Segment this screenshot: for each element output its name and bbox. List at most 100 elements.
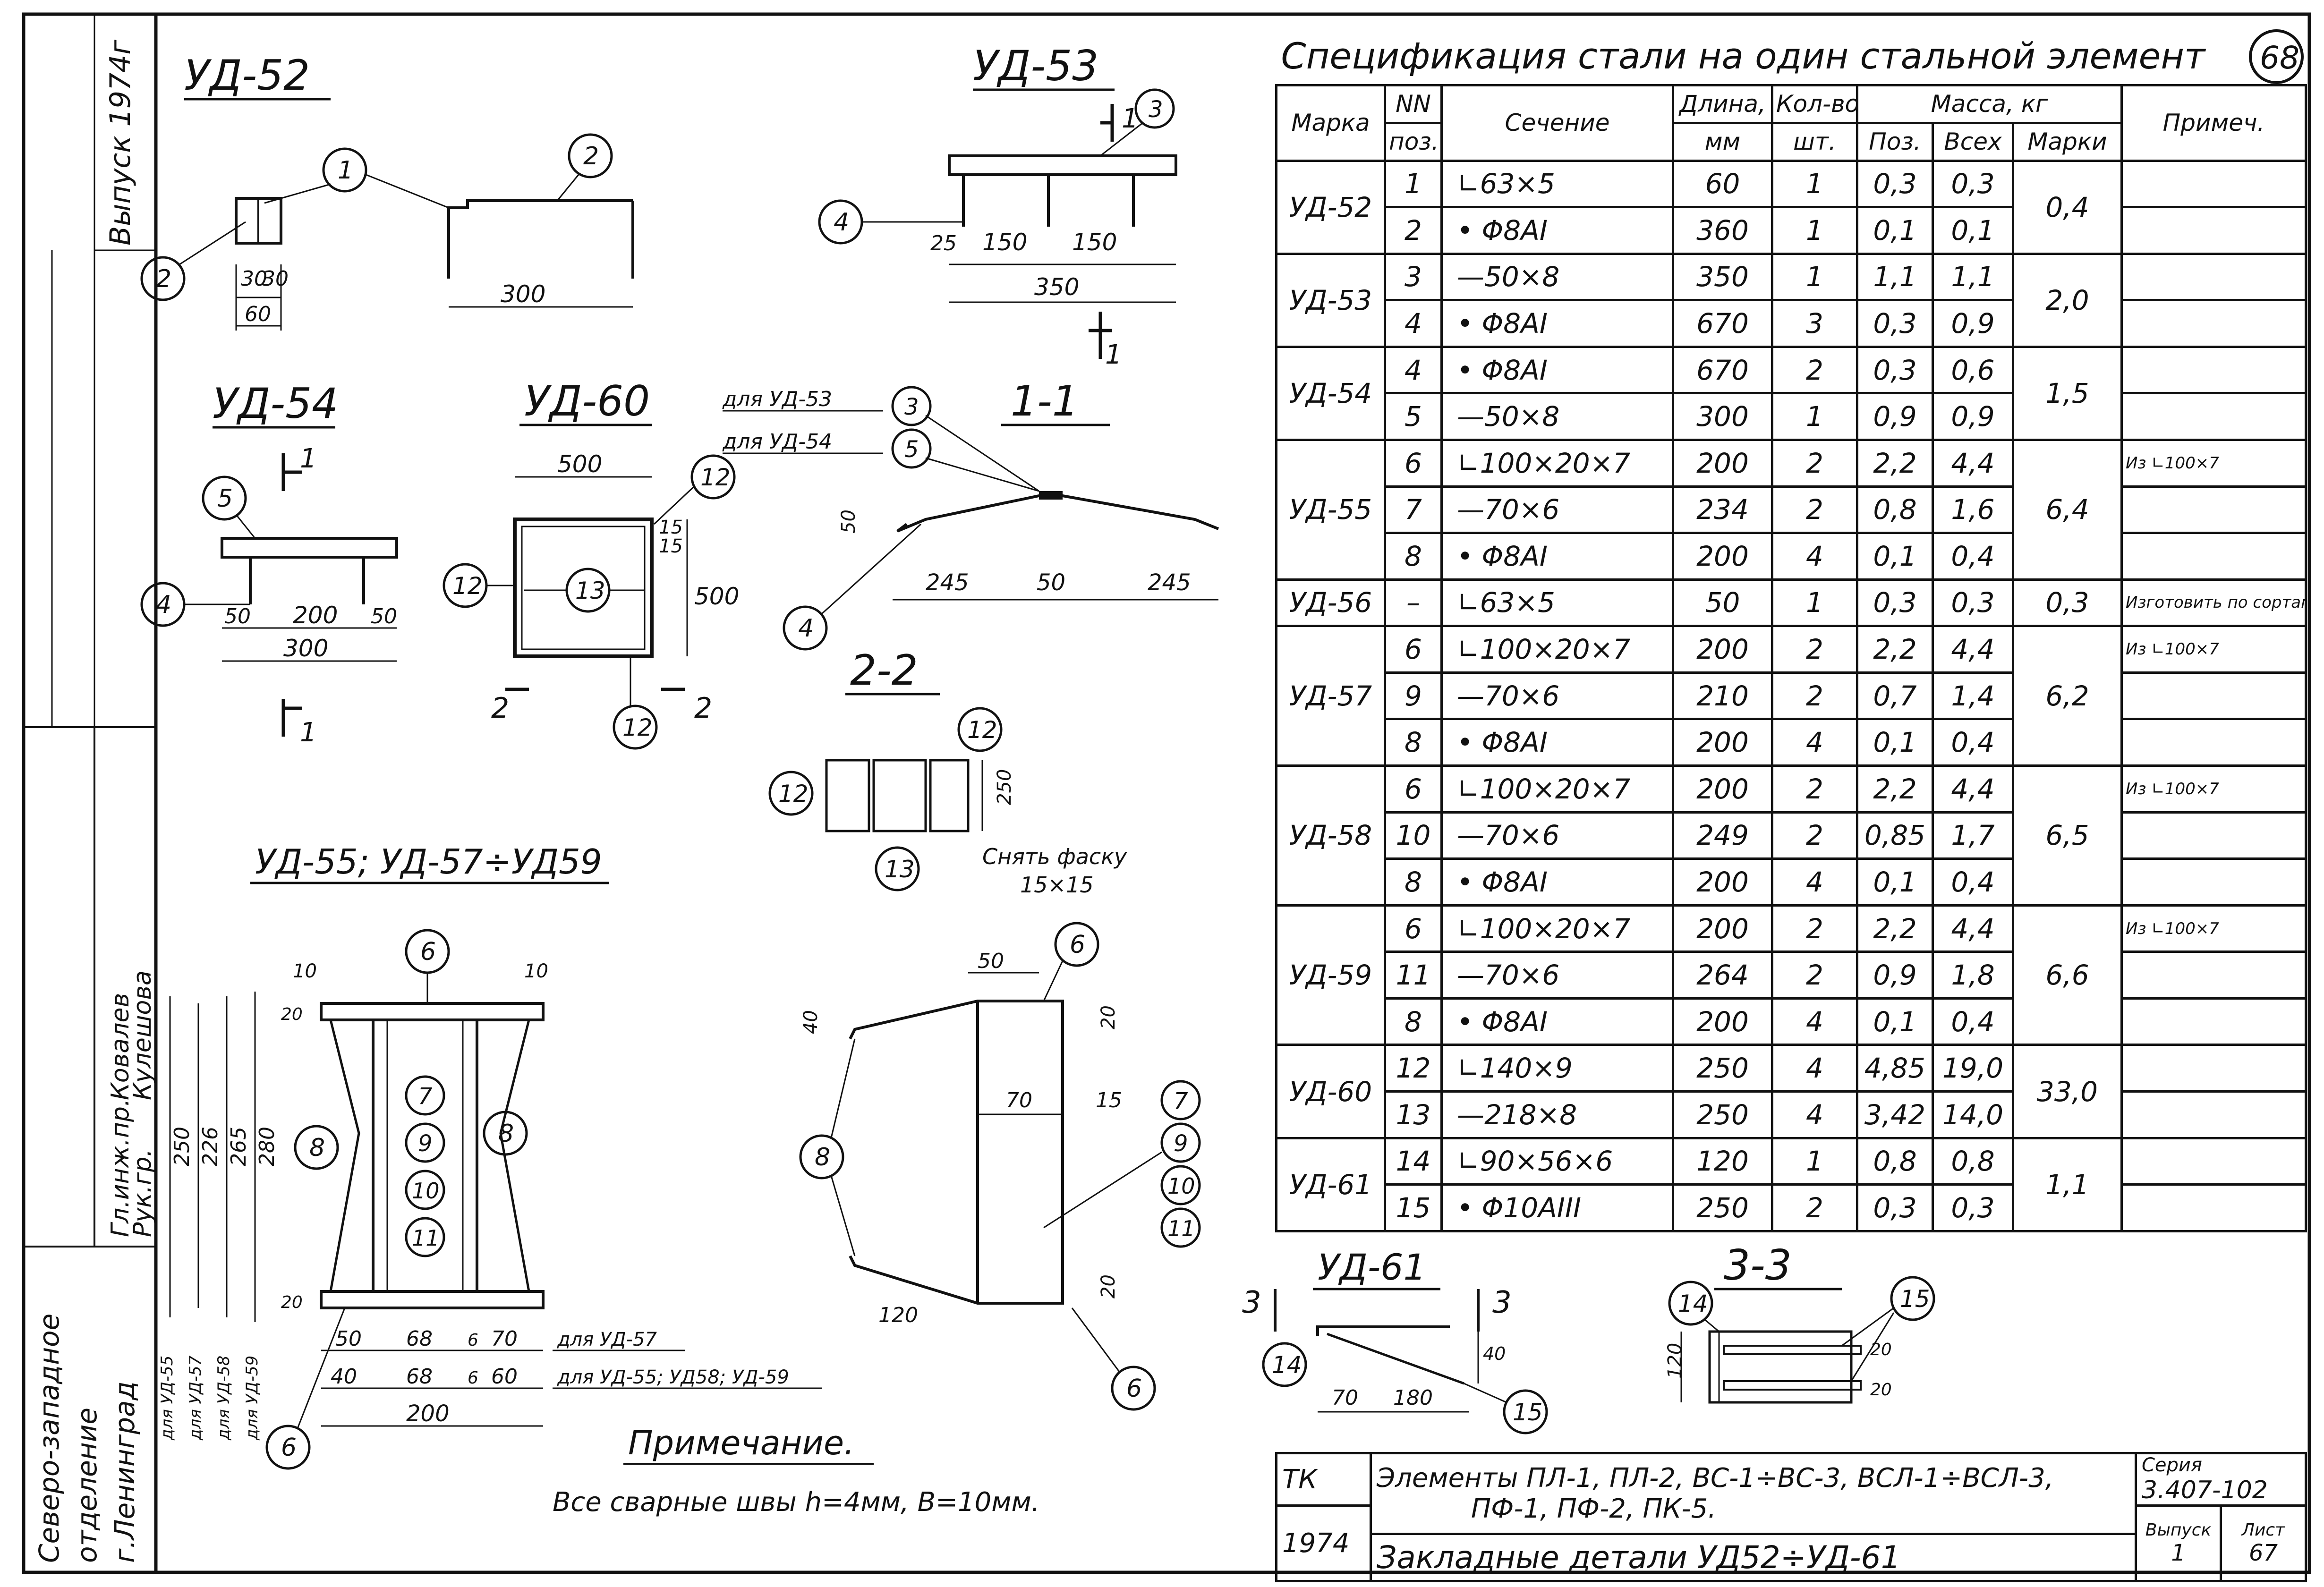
section-mark: 1 <box>300 443 317 474</box>
spec-section: —70×6 <box>1440 811 1674 860</box>
ud52-dim: 30 <box>262 267 289 291</box>
spec-length: 200 <box>1672 904 1773 953</box>
spec-mass-mark: 1,5 <box>2012 345 2123 441</box>
spec-section: ∟100×20×7 <box>1440 438 1674 488</box>
ud55-dim: 10 <box>524 960 548 982</box>
spec-note <box>2120 1044 2307 1093</box>
spec-qty: 2 <box>1771 345 1858 395</box>
spec-length: 120 <box>1672 1137 1773 1186</box>
ud61-dim: 40 <box>1483 1343 1506 1364</box>
ud52-title: УД-52 <box>184 51 310 100</box>
ud53-title: УД-53 <box>973 42 1098 90</box>
spec-mass-all: 1,8 <box>1932 951 2014 1000</box>
spec-section: • Φ8AI <box>1440 532 1674 581</box>
stamp-code: ТК <box>1275 1452 1372 1507</box>
spec-length: 350 <box>1672 252 1773 302</box>
spec-length: 200 <box>1672 625 1773 674</box>
spec-mass-all: 0,3 <box>1932 578 2014 628</box>
spec-qty: 3 <box>1771 299 1858 348</box>
spec-mass-all: 0,4 <box>1932 718 2014 767</box>
spec-note <box>2120 1137 2307 1186</box>
spec-note <box>2120 299 2307 348</box>
ud55-label: для УД-55; УД58; УД-59 <box>557 1366 789 1388</box>
header-length-unit: мм <box>1672 121 1773 162</box>
ud55-dim: 10 <box>293 960 317 982</box>
s11-dim: 50 <box>1037 569 1065 596</box>
ud52-drawing: УД-52 30 30 60 300 1 2 2 <box>140 51 634 331</box>
ud55-dim: 226 <box>198 1127 222 1166</box>
ud52-dim: 30 <box>241 267 267 291</box>
ud61-title: УД-61 <box>1318 1246 1426 1288</box>
specification-table: Спецификация стали на один стальной элем… <box>1275 28 2307 1233</box>
s11-dim: 245 <box>1148 569 1191 596</box>
side-dim: 70 <box>1006 1088 1032 1112</box>
spec-mass-mark: 33,0 <box>2012 1044 2123 1139</box>
spec-qty: 4 <box>1771 857 1858 907</box>
ud54-dim: 200 <box>293 602 338 629</box>
header-mass-all: Всех <box>1932 121 2014 162</box>
spec-note <box>2120 671 2307 721</box>
spec-qty: 1 <box>1771 206 1858 255</box>
note-title: Примечание. <box>628 1424 854 1462</box>
spec-mass-mark: 6,5 <box>2012 764 2123 907</box>
stamp-line1: Элементы ПЛ-1, ПЛ-2, ВС-1÷ВС-3, ВСЛ-1÷ВС… <box>1377 1463 2054 1494</box>
spec-qty: 4 <box>1771 718 1858 767</box>
section-mark: 1 <box>300 717 317 748</box>
spec-mass-all: 1,4 <box>1932 671 2014 721</box>
side-view-drawing: 50 40 20 70 15 20 120 6 8 7 9 10 11 6 <box>799 922 1201 1411</box>
spec-mass-pos: 0,3 <box>1856 345 1934 395</box>
spec-mass-all: 1,7 <box>1932 811 2014 860</box>
spec-mass-all: 0,4 <box>1932 997 2014 1046</box>
side-dim: 15 <box>1096 1088 1122 1112</box>
stamp-sheet-label: Лист <box>2241 1520 2285 1540</box>
ud55-dim: 40 <box>331 1365 357 1389</box>
spec-length: 250 <box>1672 1090 1773 1139</box>
spec-mass-pos: 0,7 <box>1856 671 1934 721</box>
section-mark: 3 <box>1242 1285 1261 1320</box>
header-mass-pos: Поз. <box>1856 121 1934 162</box>
ud55-dim: 20 <box>281 1005 303 1024</box>
spec-pos: 6 <box>1384 625 1443 674</box>
ud55-dim: 280 <box>255 1127 279 1166</box>
spec-qty: 4 <box>1771 532 1858 581</box>
ud55-dim: 68 <box>406 1327 433 1351</box>
spec-section: • Φ8AI <box>1440 857 1674 907</box>
callout: 14 <box>1678 1290 1708 1317</box>
spec-section: ∟63×5 <box>1440 578 1674 628</box>
section-2-2: 2-2 250 12 12 13 Снять фаску 15×15 <box>768 646 1127 898</box>
spec-pos: 13 <box>1384 1090 1443 1139</box>
spec-pos: 8 <box>1384 532 1443 581</box>
callout: 4 <box>798 614 814 643</box>
ud55-drawing: УД-55; УД-57÷УД59 10 10 20 20 250 226 26… <box>158 842 822 1470</box>
spec-mass-pos: 2,2 <box>1856 764 1934 814</box>
spec-length: 360 <box>1672 206 1773 255</box>
spec-section: ∟140×9 <box>1440 1044 1674 1093</box>
header-nn: NN <box>1384 84 1443 124</box>
stamp-year: 1974 <box>1275 1504 1372 1582</box>
ud55-dim: 6 <box>468 1368 478 1388</box>
spec-note <box>2120 1183 2307 1232</box>
ud55-label: для УД-57 <box>557 1329 657 1350</box>
spec-section: • Φ8AI <box>1440 299 1674 348</box>
stamp-issue-value: 1 <box>2171 1540 2186 1566</box>
stamp-series-value: 3.407-102 <box>2142 1476 2268 1504</box>
spec-mass-pos: 0,3 <box>1856 1183 1934 1232</box>
spec-mass-mark: 2,0 <box>2012 252 2123 348</box>
callout: 6 <box>1070 931 1085 959</box>
spec-mass-pos: 2,2 <box>1856 438 1934 488</box>
ud54-drawing: УД-54 50 200 50 300 1 1 5 4 <box>140 379 398 748</box>
spec-mass-all: 4,4 <box>1932 438 2014 488</box>
spec-mass-all: 0,1 <box>1932 206 2014 255</box>
spec-mass-pos: 1,1 <box>1856 252 1934 302</box>
spec-mass-all: 4,4 <box>1932 625 2014 674</box>
callout: 11 <box>1167 1216 1195 1241</box>
spec-length: 200 <box>1672 438 1773 488</box>
